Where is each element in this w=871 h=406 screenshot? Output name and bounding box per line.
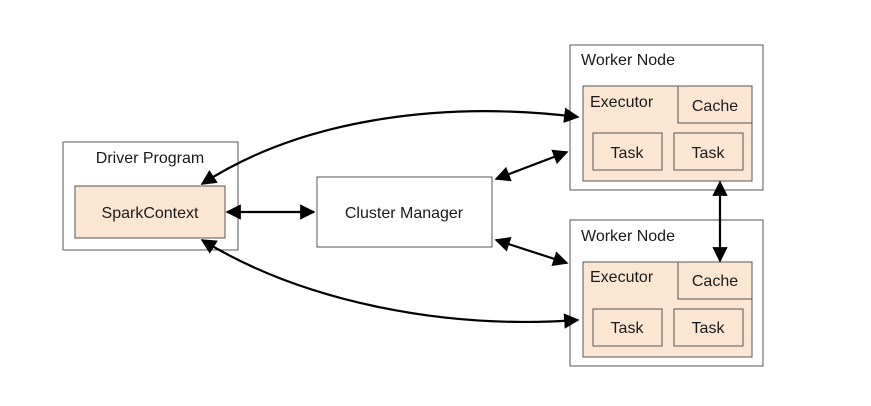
- worker-node-2: Worker Node Executor Cache Task Task: [569, 219, 764, 367]
- connections: [200, 107, 728, 329]
- arrow-cluster-manager-to-worker-1: [494, 149, 569, 182]
- task-label: Task: [611, 320, 645, 337]
- spark-context: SparkContext: [74, 185, 226, 239]
- cache: Cache: [677, 261, 753, 300]
- arrow-cluster-manager-to-worker-2: [494, 236, 569, 267]
- cluster-manager: Cluster Manager: [316, 176, 493, 248]
- executor-label: Executor: [590, 269, 654, 286]
- worker-node-title: Worker Node: [581, 52, 675, 69]
- task: Task: [592, 308, 663, 347]
- cache-label: Cache: [692, 273, 738, 290]
- executor: Executor Cache Task Task: [582, 261, 753, 358]
- task: Task: [592, 132, 663, 171]
- worker-node-1: Worker Node Executor Cache Task Task: [569, 44, 764, 191]
- task-label: Task: [692, 145, 726, 162]
- task-label: Task: [611, 145, 645, 162]
- cache: Cache: [677, 85, 753, 124]
- cache-label: Cache: [692, 98, 738, 115]
- executor: Executor Cache Task Task: [582, 85, 753, 182]
- arrow-driver-to-worker-1: [200, 107, 580, 185]
- driver-program-title: Driver Program: [96, 150, 204, 167]
- cluster-manager-label: Cluster Manager: [345, 205, 464, 222]
- arrow-driver-to-worker-2: [200, 239, 580, 329]
- executor-label: Executor: [590, 94, 654, 111]
- driver-program: Driver Program SparkContext: [62, 141, 239, 251]
- spark-context-label: SparkContext: [102, 205, 199, 222]
- task: Task: [673, 308, 744, 347]
- task-label: Task: [692, 320, 726, 337]
- worker-node-title: Worker Node: [581, 228, 675, 245]
- task: Task: [673, 132, 744, 171]
